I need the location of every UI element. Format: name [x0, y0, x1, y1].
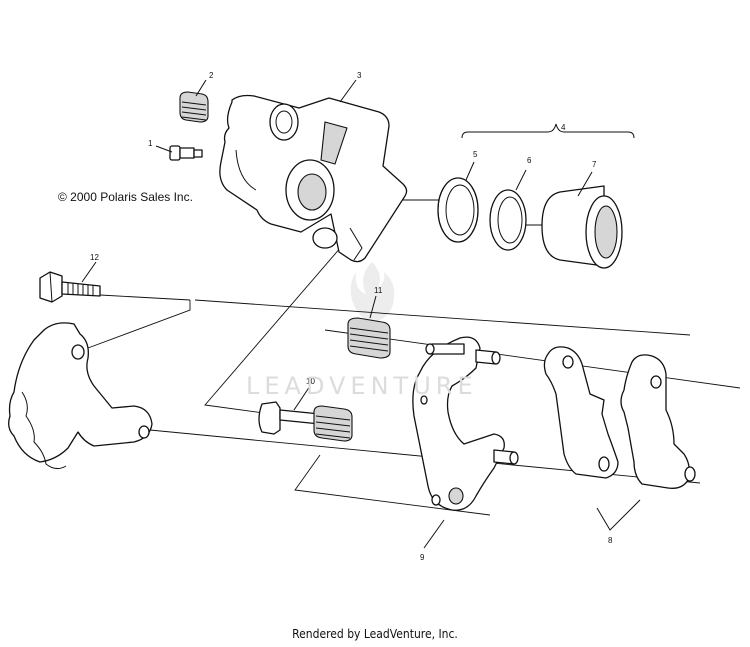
callout-11: 11: [374, 286, 383, 295]
watermark-text: LEADVENTURE: [246, 372, 478, 400]
mounting-bracket-left: [8, 322, 153, 470]
watermark-logo: [350, 262, 395, 322]
part-9-pad-carrier: [412, 336, 519, 511]
part-2-bleeder-screw: [179, 91, 209, 123]
part-7-piston: [541, 185, 623, 269]
callout-1: 1: [148, 139, 153, 148]
part-5-seal: [437, 177, 479, 243]
callout-4: 4: [561, 123, 566, 132]
part-4-bracket-line: [461, 123, 635, 139]
part-12-hex-bolt: [39, 271, 101, 303]
callout-10: 10: [306, 377, 315, 386]
callout-leaders: [81, 79, 641, 549]
callout-12: 12: [90, 253, 99, 262]
callout-5: 5: [473, 150, 478, 159]
part-3-caliper-body: [219, 94, 408, 263]
callout-6: 6: [527, 156, 532, 165]
callout-9: 9: [420, 553, 425, 562]
callout-2: 2: [209, 71, 214, 80]
part-11-spring: [347, 317, 391, 359]
part-8-brake-pad-outer: [620, 354, 696, 489]
footer-credit: Rendered by LeadVenture, Inc.: [292, 627, 458, 641]
callout-7: 7: [592, 160, 597, 169]
callout-3: 3: [357, 71, 362, 80]
copyright-notice: © 2000 Polaris Sales Inc.: [58, 190, 193, 204]
part-6-seal: [489, 189, 527, 251]
part-10-guide-pin: [258, 401, 353, 442]
part-8-brake-pad-inner: [543, 346, 619, 479]
callout-8: 8: [608, 536, 613, 545]
callout-numbers: 1 2 3 4 5 6 7 8 9 10 11 12: [90, 71, 613, 562]
part-1-fitting: [155, 145, 203, 161]
